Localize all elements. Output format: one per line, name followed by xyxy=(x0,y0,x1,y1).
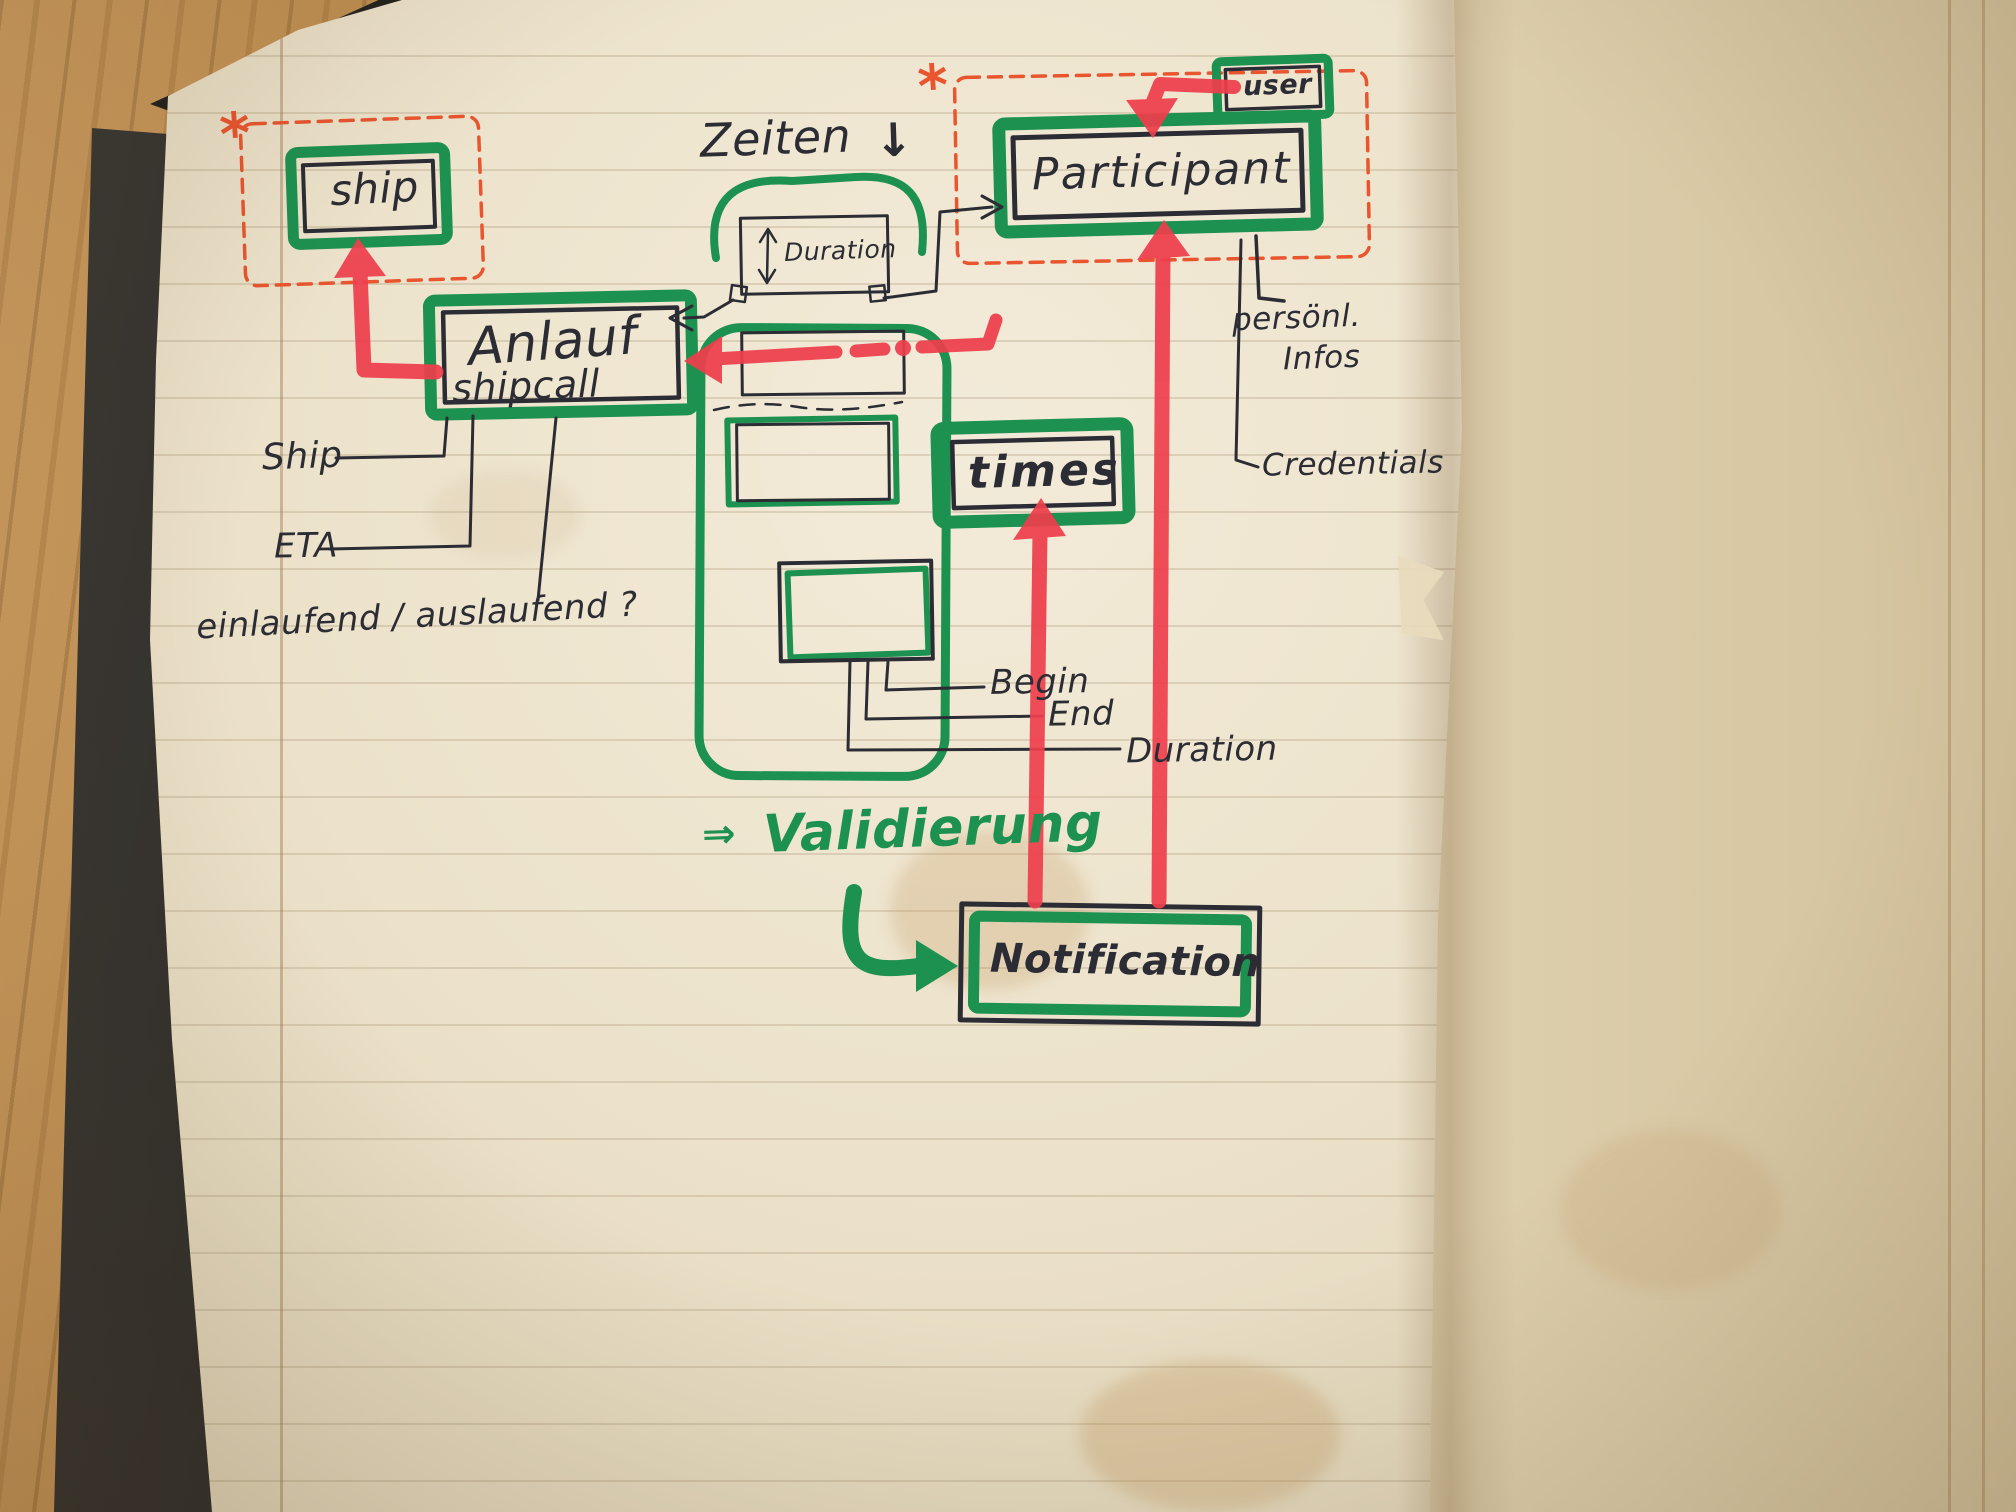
black-ink-group xyxy=(300,64,1323,1027)
times-to-anlauf-dot xyxy=(895,340,911,356)
user-entity-label: user xyxy=(1242,68,1313,103)
user-to-participant-arrowhead xyxy=(1126,98,1178,138)
times-black-frame xyxy=(949,435,1117,511)
anlauf-to-ship-arrow xyxy=(352,264,444,380)
inbound-outbound-attribute-label: einlaufend / auslaufend ? xyxy=(195,584,639,648)
ship-green-frame xyxy=(285,142,453,250)
zeiten-text: Zeiten xyxy=(699,108,853,168)
notification-green-frame xyxy=(967,910,1253,1018)
notification-entity-label: Notification xyxy=(989,935,1261,987)
page-edge-line xyxy=(1982,0,1985,1512)
down-arrow-icon: ↓ xyxy=(873,112,915,168)
duration-to-participant-arrowhead xyxy=(980,194,1004,220)
zeiten-bracket xyxy=(710,172,927,262)
red-ink-group xyxy=(334,77,1241,909)
times-entity-label: times xyxy=(967,444,1122,499)
page-edge-shadow xyxy=(1396,0,1516,1512)
duration-left-foot xyxy=(728,283,749,304)
participant-black-frame xyxy=(1010,127,1306,221)
personal-infos-label-line2: Infos xyxy=(1282,338,1361,378)
time-entries-container-outline xyxy=(694,323,952,781)
duration-attribute-label: Duration xyxy=(1125,728,1279,772)
ship-black-frame xyxy=(300,158,438,234)
entry2-black-box xyxy=(735,421,891,503)
times-to-anlauf-arrowhead xyxy=(684,336,722,384)
notification-to-times-arrowhead xyxy=(1013,498,1066,540)
entry3-black-box xyxy=(777,558,935,664)
notification-to-participant-arrowhead xyxy=(1137,220,1190,260)
begin-connector xyxy=(884,660,986,692)
credentials-connector xyxy=(1234,238,1260,469)
duration-to-anlauf-arrowhead xyxy=(668,304,694,332)
duration-right-foot xyxy=(868,283,888,303)
times-to-anlauf-arrow xyxy=(707,345,843,366)
times-to-anlauf-arrow-tail xyxy=(915,313,1003,354)
entry2-green-outline xyxy=(724,414,900,508)
entry3-green-outline xyxy=(784,565,932,661)
shipcall-entity-sublabel: shipcall xyxy=(451,361,601,411)
zeiten-annotation: Zeiten ↓ xyxy=(699,106,914,167)
participant-entity-label: Participant xyxy=(1031,142,1293,201)
notification-black-frame xyxy=(957,901,1263,1027)
duration-box-label: Duration xyxy=(783,234,898,267)
personal-infos-label-line1: persönl. xyxy=(1231,297,1362,339)
anlauf-black-frame xyxy=(440,305,682,405)
page-edge-line xyxy=(1948,0,1951,1512)
double-arrow-icon: ⇒ xyxy=(701,810,737,858)
credentials-attribute-label: Credentials xyxy=(1261,444,1445,484)
asterisk-marker-right: * xyxy=(915,51,952,121)
asterisk-marker-left: * xyxy=(217,99,254,169)
persoenlich-connector xyxy=(1254,234,1286,303)
notification-to-times-arrow xyxy=(1027,524,1048,909)
end-attribute-label: End xyxy=(1047,693,1115,735)
end-connector xyxy=(864,660,1044,721)
times-to-anlauf-dash xyxy=(849,342,891,358)
validierung-annotation: ⇒ Validierung xyxy=(701,793,1104,867)
duration-black-box xyxy=(738,214,891,296)
ship-entity-label: ship xyxy=(328,161,421,216)
duration-to-anlauf-line xyxy=(682,298,735,320)
user-to-participant-arrow xyxy=(1145,77,1241,111)
green-curved-arrowhead xyxy=(916,940,958,992)
validierung-text: Validierung xyxy=(762,793,1104,865)
ship-attribute-label: Ship xyxy=(261,434,344,479)
updown-arrow-icon xyxy=(757,227,778,285)
notification-to-participant-arrow xyxy=(1151,240,1171,909)
ship-attr-connector xyxy=(334,416,449,460)
duration-to-participant-line xyxy=(882,205,994,300)
anlauf-to-ship-arrowhead xyxy=(334,238,386,278)
anlauf-green-frame xyxy=(422,289,700,421)
eta-attribute-label: ETA xyxy=(273,525,339,567)
paper-stain xyxy=(1080,1360,1340,1510)
entry-divider-dashed xyxy=(712,400,904,412)
inout-attr-connector xyxy=(536,416,558,602)
green-curved-arrow xyxy=(842,884,926,977)
paper-stain xyxy=(1560,1130,1780,1290)
eta-attr-connector xyxy=(328,414,475,551)
duration-attr-connector xyxy=(846,660,1122,752)
